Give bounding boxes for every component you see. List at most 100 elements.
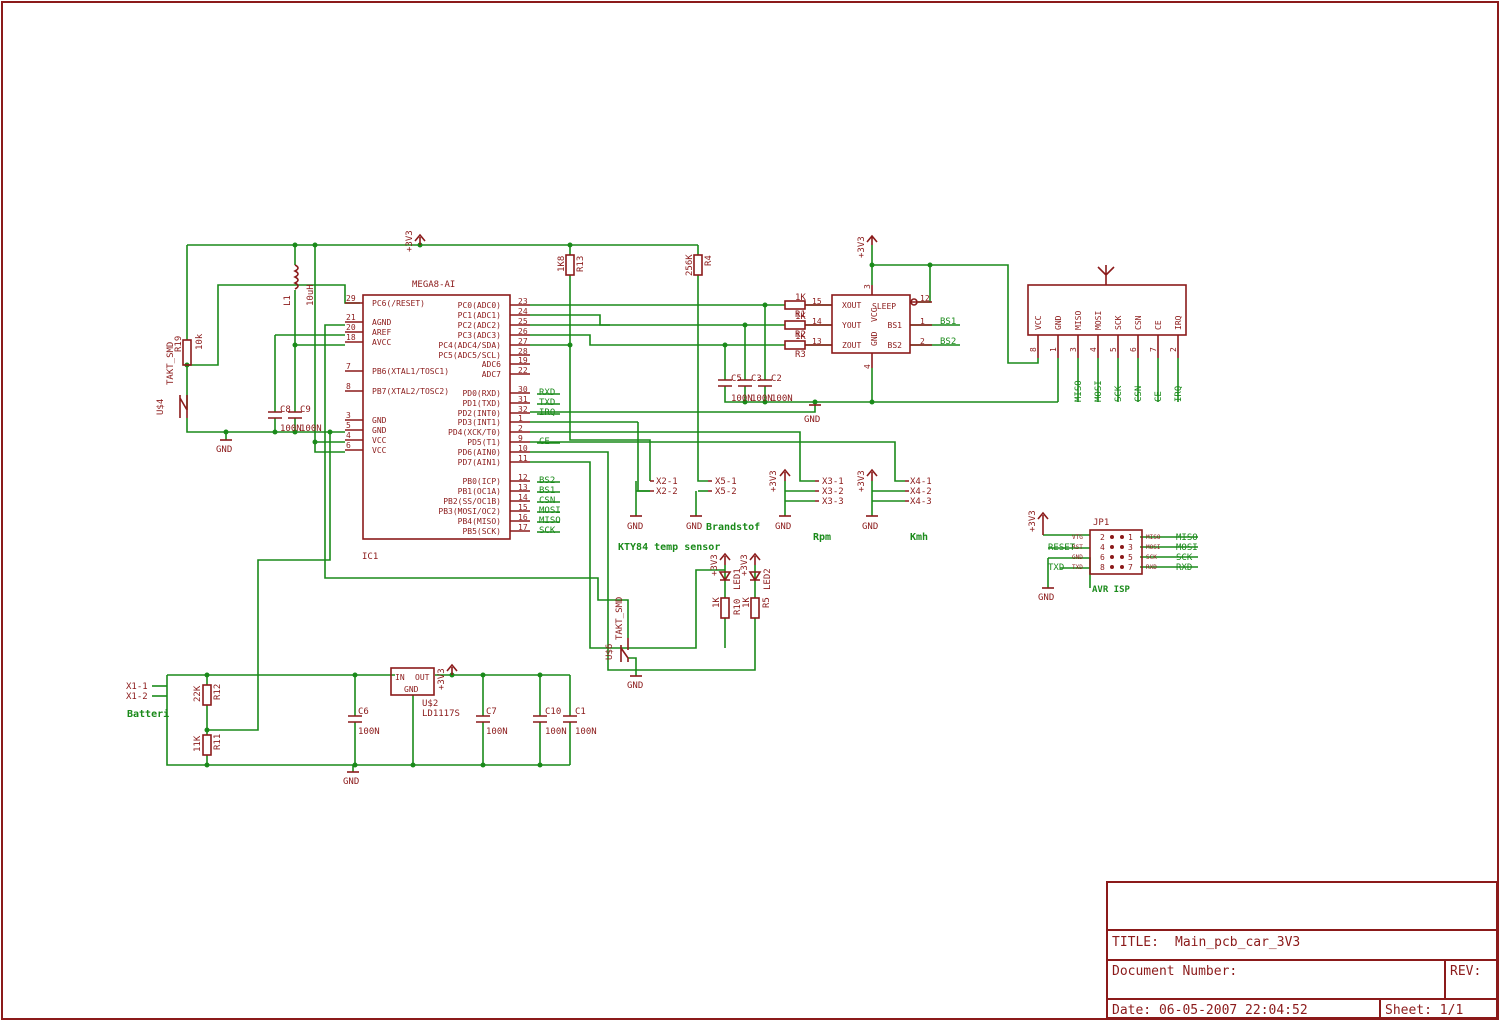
radio-net-label: SCK [1114,385,1124,402]
svg-text:X4-3: X4-3 [910,497,932,507]
isp-right-net: MISO [1176,533,1198,543]
radio-pin-num: 2 [1169,347,1178,352]
isp-left-net: RESET [1048,543,1076,553]
radio-pin-num: 1 [1049,347,1058,352]
accel-pin-num: 15 [812,297,822,306]
net-bs1: BS1 [940,317,956,327]
svg-text:+3V3: +3V3 [710,554,720,576]
svg-text:L1: L1 [283,295,293,306]
connector-x3: X3-1 X3-2 X3-3 [815,477,844,507]
svg-text:100N: 100N [486,727,508,737]
ic1-pin-name: VCC [372,436,387,445]
ic1-pin-num: 18 [346,333,356,342]
label-brandstof: Brandstof [706,522,760,533]
isp-left-pin-num: 6 [1100,553,1105,562]
ic1-pin-name: PB2(SS/OC1B) [443,497,501,506]
ic1-pin-num: 24 [518,307,528,316]
radio-net-label: CE [1154,391,1164,402]
svg-text:100N: 100N [300,424,322,434]
isp-left-pin-num: 8 [1100,563,1105,572]
svg-text:X2-2: X2-2 [656,487,678,497]
ic1-net-label: SCK [539,526,556,536]
isp-right-pin-num: 7 [1128,563,1133,572]
isp-left-pin-name: VTG [1072,534,1083,541]
accel-pin-name: BS2 [888,341,903,350]
accel-pin-num: 12 [920,294,930,303]
radio-pin-num: 8 [1029,347,1038,352]
isp-right-pin-name: MISO [1146,534,1161,541]
ic1-pin-num: 3 [346,411,351,420]
svg-text:X1-1: X1-1 [126,682,148,692]
svg-text:TAKT_SMD: TAKT_SMD [166,342,176,385]
ic1-pin-name: PD4(XCK/T0) [448,428,501,437]
connector-x2: X2-1 X2-2 [650,477,678,497]
accel-gnd-label: GND [870,331,879,346]
svg-text:10uH: 10uH [306,284,316,306]
svg-text:1K: 1K [712,597,722,608]
ic1-pin-num: 2 [518,424,523,433]
accel-pin-name: XOUT [842,301,861,310]
wires [152,244,1198,772]
accel-vcc-label: VCC [870,307,879,322]
svg-text:C10: C10 [545,707,561,717]
ic1-left-pins: 29PC6(/RESET)21AGND20AREF18AVCC7PB6(XTAL… [345,294,449,455]
svg-text:R19: R19 [174,336,184,352]
svg-text:X4-1: X4-1 [910,477,932,487]
svg-text:R13: R13 [576,256,586,272]
svg-text:GND: GND [1038,593,1054,603]
svg-text:R4: R4 [704,255,714,266]
ic1-pin-name: PB1(OC1A) [458,487,501,496]
accel-pin-num: 14 [812,317,822,326]
label-rpm: Rpm [813,532,831,543]
svg-text:1K: 1K [795,293,806,303]
ic1-pin-name: PD0(RXD) [462,389,501,398]
svg-text:C5: C5 [731,374,742,384]
svg-text:+3V3: +3V3 [1028,510,1038,532]
svg-text:1K8: 1K8 [557,256,567,272]
svg-text:LED2: LED2 [763,568,773,590]
svg-text:R2: R2 [795,330,806,340]
svg-text:R5: R5 [762,597,772,608]
svg-text:X3-3: X3-3 [822,497,844,507]
connector-x1: X1-1 X1-2 Batteri [126,682,169,720]
net-bs2: BS2 [940,337,956,347]
isp-right-pin-num: 5 [1128,553,1133,562]
c8-c9-caps: C8 C9 100N 100N [268,405,322,434]
svg-text:100N: 100N [771,394,793,404]
supply-3v3-rpm: +3V3 [769,468,791,492]
svg-text:11K: 11K [193,735,203,752]
ic1-pin-num: 16 [518,513,528,522]
ic1-pin-num: 9 [518,434,523,443]
ic1-pin-name: PB3(MOSI/OC2) [438,507,501,516]
ic1-net-label: BS1 [539,486,555,496]
junctions [184,242,933,768]
ic1-pin-num: 27 [518,337,528,346]
svg-text:GND: GND [627,522,643,532]
accel-pin-num: 13 [812,337,822,346]
isp-left-pin-name: GND [1072,554,1083,561]
ic1-name: IC1 [362,552,378,562]
ic1-pin-name: PD6(AIN0) [458,448,501,457]
radio-pin-num: 5 [1109,347,1118,352]
ic1-pin-name: GND [372,416,387,425]
svg-text:+3V3: +3V3 [769,470,779,492]
supply-3v3-regulator: +3V3 [437,663,458,690]
gnd-x3: GND [775,515,791,532]
gnd-x5: GND [686,515,702,532]
ic1-pin-name: AREF [372,328,391,337]
led2: LED2 [748,568,773,590]
ic1-pin-num: 7 [346,362,351,371]
isp-name: JP1 [1093,518,1109,528]
ic1-pin-num: 19 [518,356,528,365]
ic1-pin-num: 6 [346,441,351,450]
r10-resistor: 1K R10 [712,597,743,619]
svg-text:+3V3: +3V3 [740,554,750,576]
svg-text:C7: C7 [486,707,497,717]
sheet-label: Sheet: 1/1 [1385,1003,1463,1018]
isp-right-net: RXD [1176,563,1192,573]
